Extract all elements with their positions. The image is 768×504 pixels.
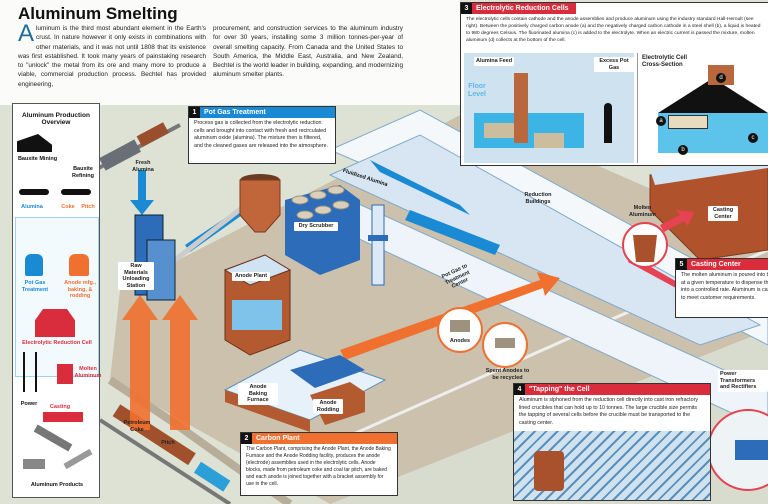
intro-column-2: procurement, and construction services t… (213, 25, 403, 79)
cross-section-title: Electrolytic Cell Cross-Section (642, 55, 688, 68)
molten-label: Molten Aluminum (74, 366, 102, 379)
petroleum-coke-label: Petroleum Coke (123, 420, 151, 433)
floor-level-label: Floor Level (468, 83, 486, 98)
product-bar-icon (33, 424, 73, 452)
mining-icon (17, 134, 52, 152)
page-title: Aluminum Smelting (18, 4, 178, 23)
casting-icon (43, 412, 83, 422)
pitch-label: Pitch (161, 440, 175, 446)
callout-electrolytic-cells: 3 Electrolytic Reduction Cells The electr… (460, 2, 768, 166)
pot-gas-label: Pot Gas Treatment (21, 280, 49, 293)
callout-title: Carbon Plant (256, 435, 300, 442)
reduction-buildings-label: Reduction Buildings (524, 192, 552, 205)
coke-ship-icon (61, 189, 91, 195)
callout-text: Aluminum is siphoned from the reduction … (519, 397, 698, 426)
tapping-illustration (514, 431, 710, 500)
marker-a: a (656, 116, 666, 126)
excess-pot-gas-label: Excess Pot Gas (594, 57, 634, 72)
callout-title: Casting Center (691, 261, 741, 268)
cell-cutaway-illustration: Alumina Feed Excess Pot Gas Floor Level (464, 53, 634, 163)
anode-plant-label: Anode Plant (232, 272, 270, 281)
molten-aluminum-label: Molten Aluminum (629, 205, 656, 218)
callout-number: 1 (189, 107, 200, 118)
power-tower-icon (23, 352, 37, 392)
intro-text-1: luminum is the third most abundant eleme… (18, 25, 206, 88)
reduction-cell-icon (35, 309, 75, 337)
anode-icon (69, 254, 89, 276)
worker-figure (604, 103, 612, 143)
alumina-label: Alumina (21, 204, 43, 210)
callout-carbon-plant: 2 Carbon Plant The Carbon Plant, comprisi… (240, 432, 398, 496)
marker-d: d (716, 73, 726, 83)
products-label: Aluminum Products (30, 482, 84, 488)
pot-gas-silo (239, 179, 281, 233)
callout-number: 5 (676, 259, 687, 270)
callout-text: The Carbon Plant, comprising the Anode P… (246, 446, 391, 487)
alumina-ship-icon (19, 189, 49, 195)
baking-furnace-label: Anode Baking Furnace (238, 383, 278, 405)
product-ingot-icon (23, 459, 45, 469)
coke-label: Coke (61, 204, 75, 210)
bauxite-refining-label: Bauxite Refining (72, 166, 94, 179)
callout-number: 3 (461, 3, 472, 14)
overview-title: Aluminum Production Overview (22, 112, 90, 126)
cell-label: Electrolytic Reduction Cell (22, 340, 92, 346)
fresh-alumina-label: Fresh Alumina (132, 160, 154, 173)
marker-c: c (748, 133, 758, 143)
product-rods-icon (63, 448, 93, 470)
pot-gas-icon (25, 254, 43, 276)
anode-mfg-label: Anode mfg., baking, & rodding (64, 280, 96, 299)
pitch-label: Pitch (81, 204, 95, 210)
crucible-icon (534, 451, 564, 491)
dry-scrubber-label: Dry Scrubber (294, 222, 338, 231)
anode-rodding-label: Anode Rodding (313, 399, 343, 414)
callout-tapping-the-cell: 4 "Tapping" the Cell Aluminum is siphoned… (513, 383, 711, 501)
anode-feeder (514, 73, 528, 143)
callout-text: The molten aluminum is poured into the m… (681, 272, 768, 301)
train-top (99, 139, 141, 171)
callout-text: The electrolytic cells contain cathode a… (466, 17, 761, 43)
callout-number: 2 (241, 433, 252, 444)
bauxite-mining-label: Bauxite Mining (17, 156, 58, 162)
raw-materials-label: Raw Materials Unloading Station (118, 262, 154, 290)
callout-text: Process gas is collected from the electr… (194, 120, 328, 149)
callout-casting-center: 5 Casting Center The molten aluminum is p… (675, 258, 768, 318)
spent-anodes-label: Spent Anodes to be recycled (485, 368, 530, 381)
cell-cross-section: Electrolytic Cell Cross-Section a b c d (637, 53, 768, 163)
crucible-icon (57, 364, 73, 384)
anodes-label: Anodes (449, 338, 471, 344)
callout-pot-gas-treatment: 1 Pot Gas Treatment Process gas is collec… (188, 106, 336, 164)
callout-title: "Tapping" the Cell (529, 386, 590, 393)
power-label: Power (20, 401, 38, 407)
casting-label: Casting (49, 404, 71, 410)
alumina-feed-label: Alumina Feed (474, 57, 515, 66)
dropcap: A (18, 20, 35, 47)
power-transformers-label: Power Transformers and Rectifiers (718, 370, 768, 392)
marker-b: b (678, 145, 688, 155)
callout-number: 4 (514, 384, 525, 395)
callout-title: Pot Gas Treatment (204, 109, 266, 116)
stack (371, 204, 385, 286)
production-overview-panel: Aluminum Production Overview Bauxite Min… (12, 103, 102, 498)
casting-center-label: Casting Center (708, 206, 738, 221)
callout-title: Electrolytic Reduction Cells (476, 5, 569, 12)
